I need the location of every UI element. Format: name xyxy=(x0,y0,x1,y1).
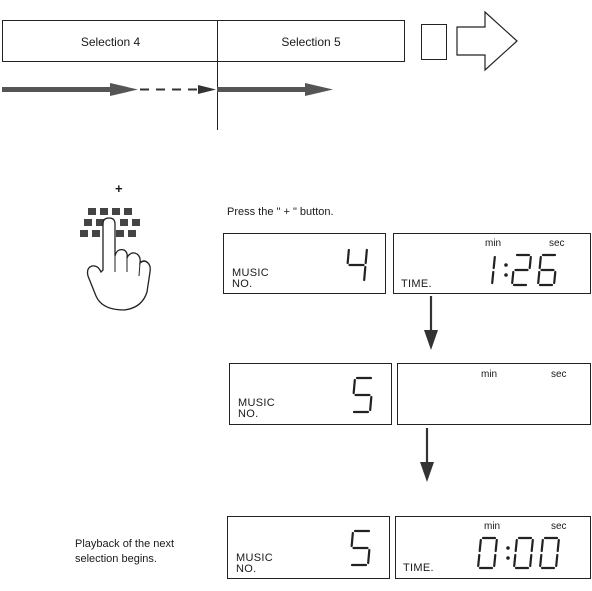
music-number-display-2: MUSIC NO. xyxy=(229,363,392,425)
playback-arrowhead-3 xyxy=(305,83,333,96)
music-number-display-1: MUSIC NO. xyxy=(223,233,386,294)
segment-c xyxy=(529,553,533,568)
music-no-label: MUSIC NO. xyxy=(238,397,275,420)
timeline-small-box xyxy=(421,24,447,60)
sec-label: sec xyxy=(551,521,567,532)
selection-4-label: Selection 4 xyxy=(80,35,141,49)
time-display-3: min sec TIME. xyxy=(395,516,591,579)
selection-5-label: Selection 5 xyxy=(281,35,341,49)
plus-sign-label: + xyxy=(115,181,123,196)
playback-bar-solid-2 xyxy=(217,87,307,92)
music-no-label: MUSIC NO. xyxy=(236,552,273,575)
segment-e xyxy=(513,553,517,568)
keypad-hand-icon xyxy=(80,208,151,311)
colon-dot xyxy=(506,546,510,550)
time-label: TIME. xyxy=(403,562,434,574)
segment-b xyxy=(530,538,534,553)
time-display-2: min sec xyxy=(397,363,591,425)
segment-f xyxy=(538,255,542,270)
segment-e xyxy=(539,553,543,568)
segment-f xyxy=(514,538,518,553)
segment-f xyxy=(478,538,482,553)
segment-c xyxy=(553,270,557,285)
music-number-display-3: MUSIC NO. xyxy=(227,516,390,579)
playback-arrowhead-2 xyxy=(198,85,216,94)
music-digit-5 xyxy=(350,529,371,567)
segment-b xyxy=(494,538,498,553)
segment-c xyxy=(369,395,373,412)
music-digit-5 xyxy=(352,376,373,414)
min-label: min xyxy=(485,238,502,249)
large-right-arrow-icon xyxy=(456,10,518,72)
segment-c xyxy=(555,553,559,568)
time-display-1: min sec TIME. xyxy=(393,233,591,294)
segment-c xyxy=(491,270,495,285)
colon-dot xyxy=(506,556,510,560)
segment-e xyxy=(537,270,541,285)
colon-dot xyxy=(504,273,508,277)
segment-f xyxy=(540,538,544,553)
segment-f xyxy=(352,378,356,395)
segment-b xyxy=(528,255,532,270)
selection-5-segment: Selection 5 xyxy=(217,20,405,62)
instruction-text: Press the " + " button. xyxy=(227,206,334,218)
segment-b xyxy=(556,538,560,553)
segment-b xyxy=(364,248,368,265)
segment-b xyxy=(492,255,496,270)
sec-label: sec xyxy=(549,238,565,249)
playback-bar-solid xyxy=(2,87,112,92)
time-digits-1-26 xyxy=(491,253,557,287)
segment-e xyxy=(511,270,515,285)
sec-label: sec xyxy=(551,369,567,380)
segment-f xyxy=(346,248,350,265)
segment-c xyxy=(493,553,497,568)
segment-c xyxy=(363,265,367,282)
selection-4-segment: Selection 4 xyxy=(2,20,218,62)
playback-progress-arrows xyxy=(2,83,333,96)
timeline-divider-line xyxy=(217,20,218,130)
segment-f xyxy=(350,531,354,548)
time-label: TIME. xyxy=(401,278,432,290)
min-label: min xyxy=(481,369,498,380)
time-digits-0-00 xyxy=(477,536,560,570)
min-label: min xyxy=(484,521,501,532)
down-arrow-icon xyxy=(420,428,434,482)
music-digit-4 xyxy=(346,248,368,282)
music-no-label: MUSIC NO. xyxy=(232,267,269,290)
segment-c xyxy=(367,548,371,565)
playback-caption: Playback of the next selection begins. xyxy=(75,538,175,565)
playback-arrowhead-1 xyxy=(110,83,138,96)
colon-dot xyxy=(504,263,508,267)
down-arrow-icon xyxy=(424,296,438,350)
segment-e xyxy=(477,553,481,568)
